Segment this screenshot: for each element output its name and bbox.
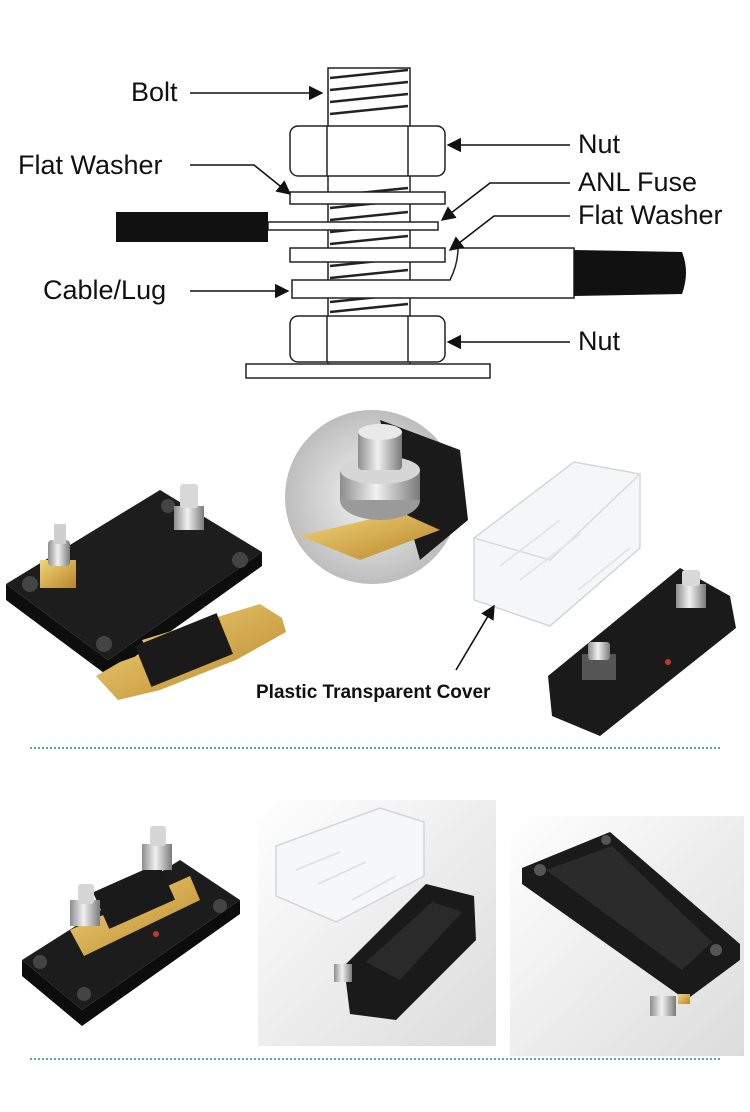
- label-cable-lug: Cable/Lug: [43, 275, 167, 305]
- base-plate-shape: [245, 363, 491, 379]
- arrow-anl-fuse: [440, 182, 570, 221]
- product-photo-with-cover: [473, 461, 736, 736]
- product-photo-holder-with-fuse: [6, 484, 286, 700]
- flat-washer-2-shape: [289, 247, 446, 263]
- middle-photo-row: [6, 410, 736, 736]
- section-divider-1: [30, 747, 720, 749]
- product-photo-underside: [510, 816, 744, 1056]
- closeup-terminal-circle: [285, 410, 468, 584]
- fuse-cable-left: [116, 212, 268, 242]
- label-bolt: Bolt: [131, 77, 178, 107]
- product-photo-assembled: [22, 826, 240, 1026]
- product-photo-cover-off: [258, 800, 496, 1046]
- arrow-cover: [455, 604, 495, 671]
- lug-cable-right: [574, 250, 686, 296]
- label-nut-bottom: Nut: [578, 326, 621, 356]
- arrow-flat-washer-right: [448, 215, 570, 251]
- arrow-flat-washer-left: [190, 164, 292, 195]
- label-flat-washer-right: Flat Washer: [578, 200, 723, 230]
- label-nut-top: Nut: [578, 129, 621, 159]
- flat-washer-1-shape: [289, 191, 446, 205]
- nut-bottom-shape: [289, 315, 446, 363]
- section-divider-2: [30, 1058, 720, 1060]
- fuse-assembly-diagram: [116, 67, 686, 379]
- label-plastic-cover: Plastic Transparent Cover: [256, 682, 491, 703]
- label-flat-washer-left: Flat Washer: [18, 150, 163, 180]
- nut-top-shape: [289, 125, 446, 177]
- label-anl-fuse: ANL Fuse: [578, 167, 698, 197]
